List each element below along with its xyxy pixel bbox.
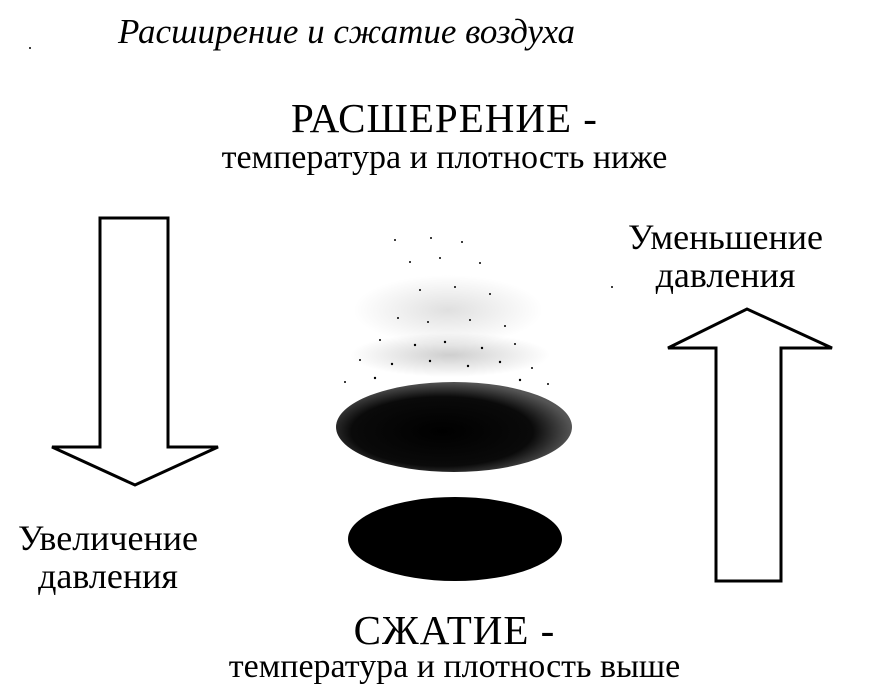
page-title: Расширение и сжатие воздуха [118, 12, 576, 51]
decrease-pressure-label: Уменьшение давления [628, 218, 823, 294]
compression-heading: СЖАТИЕ - [353, 607, 556, 653]
compressed-air-mass [348, 497, 562, 581]
expansion-heading: РАСШЕРЕНИЕ - [291, 95, 598, 141]
increase-pressure-line2: давления [38, 556, 178, 596]
increase-pressure-line1: Увеличение [18, 518, 199, 558]
decrease-pressure-line2: давления [655, 255, 796, 295]
up-arrow-icon [667, 307, 833, 583]
decrease-pressure-line1: Уменьшение [628, 217, 823, 257]
expanded-air-mass [336, 382, 572, 472]
expansion-subtitle: температура и плотность ниже [221, 139, 668, 176]
down-arrow-icon [51, 216, 219, 487]
compression-subtitle: температура и плотность выше [228, 648, 681, 685]
sparse-air-particles [29, 47, 613, 385]
increase-pressure-label: Увеличение давления [18, 519, 198, 595]
